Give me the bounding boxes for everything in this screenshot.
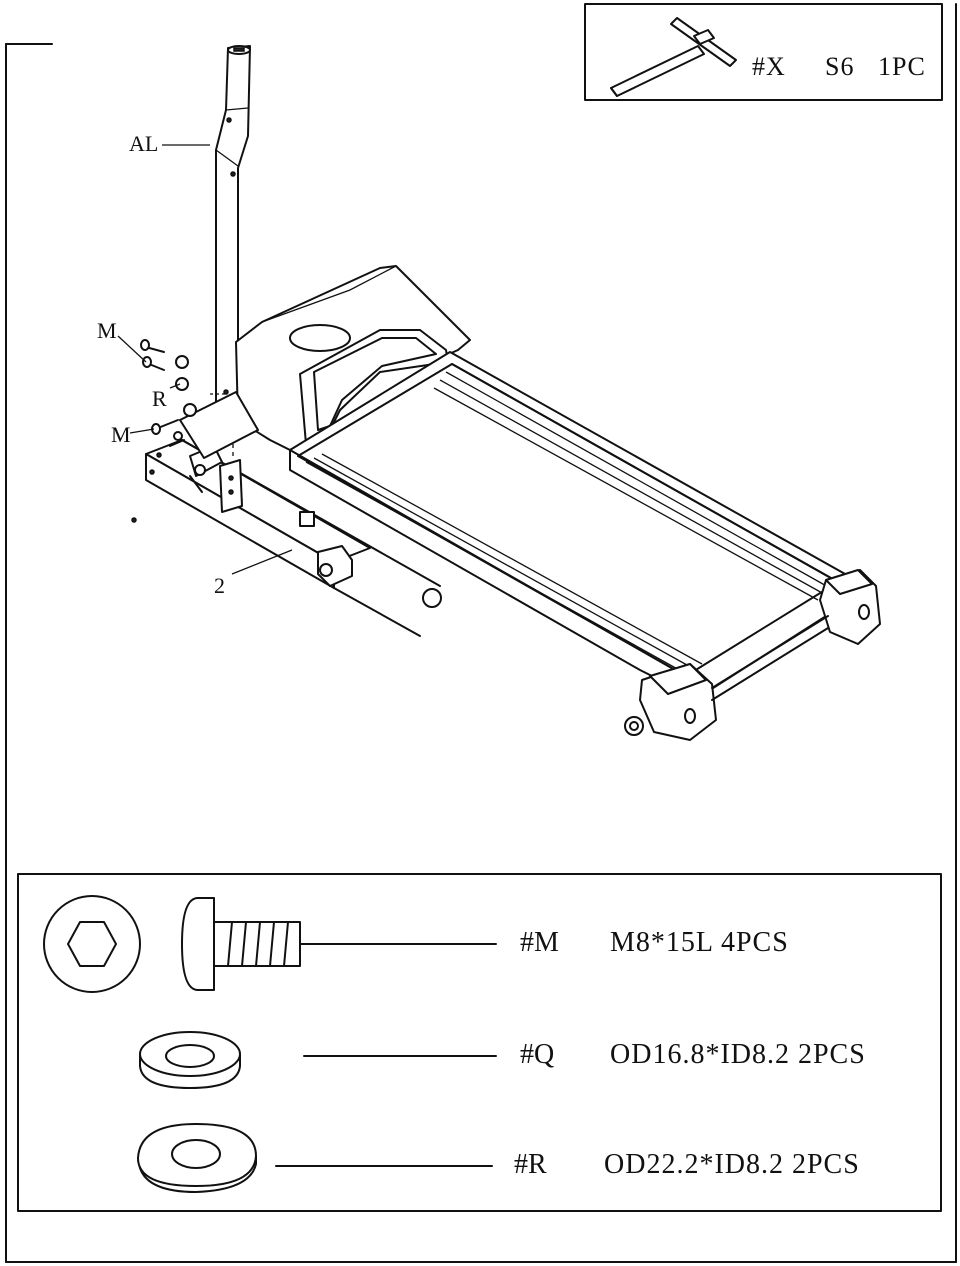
callout-M-upper: M: [97, 318, 117, 343]
callout-2: 2: [214, 573, 225, 598]
hardware-spec-R: OD22.2*ID8.2 2PCS: [604, 1149, 860, 1180]
rear-end-cap-left: [639, 663, 717, 741]
leader-M-upper: [117, 335, 147, 363]
bolt-M-upper-1: [140, 339, 165, 353]
rear-end-cap-right: [819, 569, 881, 645]
callout-AL: AL: [129, 131, 159, 156]
upright-mounting-bracket: [179, 391, 259, 513]
front-wheel: [317, 545, 353, 587]
washer-R-2: [175, 377, 189, 391]
tool-size: S6: [825, 52, 855, 81]
washer-R-1: [175, 355, 189, 369]
leader-2: [231, 549, 293, 575]
callout-R: R: [152, 386, 167, 411]
rear-wheel: [624, 716, 644, 736]
hardware-code-R: #R: [514, 1149, 547, 1180]
hardware-code-Q: #Q: [520, 1039, 555, 1070]
motor-hood: [235, 265, 471, 451]
washer-R-3: [183, 403, 197, 417]
callout-M-lower: M: [111, 422, 131, 447]
hardware-code-M: #M: [520, 927, 559, 958]
hardware-spec-M: M8*15L 4PCS: [610, 927, 789, 958]
leader-M-lower: [129, 428, 155, 434]
bolt-M-lower-2: [169, 439, 185, 447]
tool-code: #X: [752, 52, 786, 81]
hardware-spec-Q: OD16.8*ID8.2 2PCS: [610, 1039, 866, 1070]
leader-R: [169, 383, 181, 389]
bolt-M-upper-2: [142, 356, 165, 371]
tool-qty: 1PC: [878, 52, 926, 81]
